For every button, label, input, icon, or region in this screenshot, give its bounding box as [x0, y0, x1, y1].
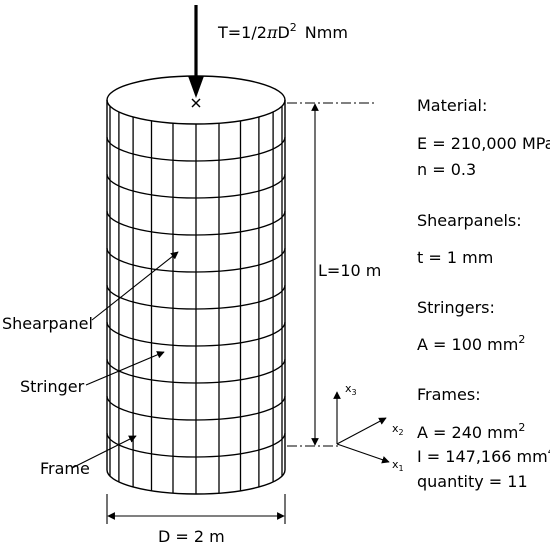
leaders: [71, 251, 179, 469]
i-value: I = 147,166 mm4: [417, 445, 550, 466]
diameter-dimension: [106, 494, 286, 524]
frame-ring: [106, 358, 286, 384]
material-heading: Material:: [417, 96, 487, 115]
x1-label: x1: [392, 458, 404, 473]
stringers-heading: Stringers:: [417, 298, 495, 317]
frame-ring: [106, 173, 286, 199]
e-value: E = 210,000 MPa: [417, 134, 550, 153]
frame-label: Frame: [40, 459, 90, 478]
frame-ring: [106, 432, 286, 458]
x2-label: x2: [392, 422, 404, 437]
t-value: t = 1 mm: [417, 248, 493, 267]
shearpanel-leader: [91, 251, 179, 321]
frame-leader: [71, 435, 137, 469]
shearpanel-label: Shearpanel: [2, 314, 93, 333]
a-frame-value: A = 240 mm2: [417, 421, 525, 442]
x1-axis: [336, 443, 390, 464]
properties-panel: Material: E = 210,000 MPa n = 0.3 Shearp…: [417, 96, 550, 491]
quantity-value: quantity = 11: [417, 472, 528, 491]
cylinder: [106, 75, 286, 495]
frames-heading: Frames:: [417, 385, 481, 404]
frame-ring: [106, 136, 286, 162]
x2-axis: [336, 417, 387, 445]
coordinate-axes: [333, 391, 390, 464]
diameter-label: D = 2 m: [158, 527, 225, 546]
x3-label: x3: [345, 382, 357, 397]
frame-ring: [106, 321, 286, 347]
center-cross: [191, 98, 201, 108]
frame-ring: [106, 284, 286, 310]
shearpanels-heading: Shearpanels:: [417, 211, 522, 230]
length-label: L=10 m: [318, 261, 381, 280]
stringer-leader: [85, 351, 165, 386]
length-dimension: [287, 102, 375, 447]
stringer-label: Stringer: [20, 377, 85, 396]
a-stringer-value: A = 100 mm2: [417, 333, 525, 354]
n-value: n = 0.3: [417, 160, 476, 179]
frame-ring: [106, 210, 286, 236]
frame-rings: [106, 136, 286, 458]
frame-ring: [106, 247, 286, 273]
load-arrow: [188, 5, 204, 98]
frame-ring: [106, 395, 286, 421]
